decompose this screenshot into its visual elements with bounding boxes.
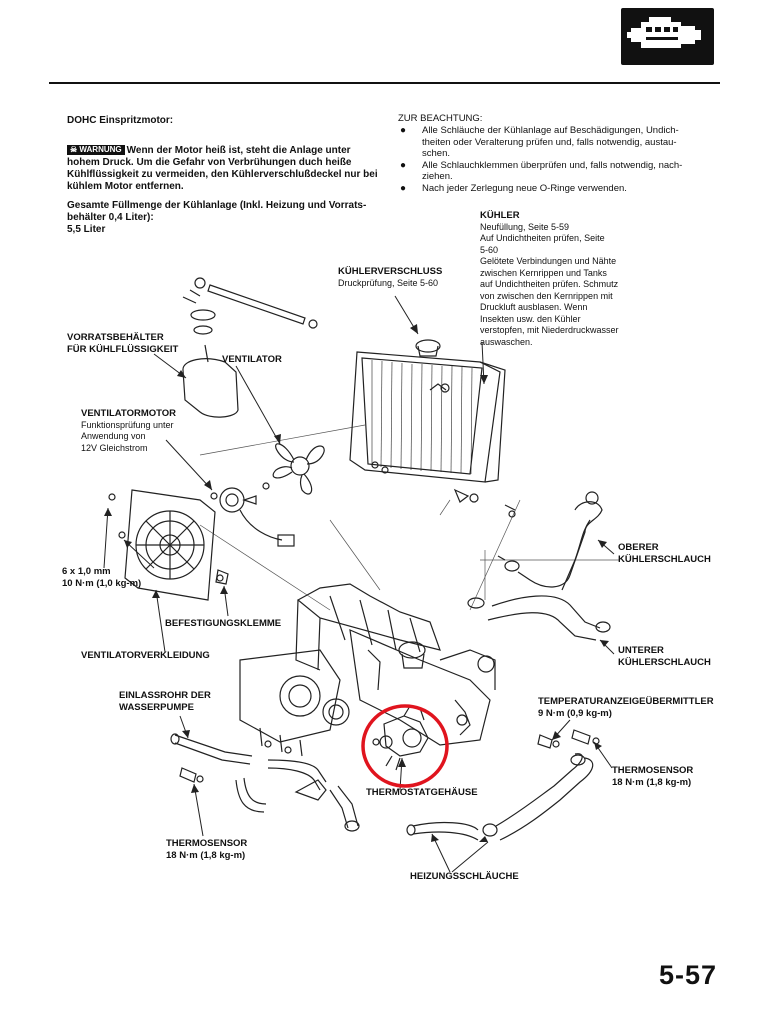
water-pump-inlet	[170, 733, 360, 832]
label-line: 10 N·m (1,0 kg-m)	[62, 577, 142, 589]
label-line: verstopfen, mit Niederdruckwasser	[480, 325, 619, 335]
warning-badge: ☠ WARNUNG	[67, 145, 125, 155]
label-line: KÜHLERSCHLAUCH	[618, 553, 711, 565]
label-title: FÜR KÜHLFLÜSSIGKEIT	[67, 343, 179, 355]
list-item: Nach jeder Zerlegung neue O-Ringe verwen…	[396, 183, 726, 195]
label-line: Neufüllung, Seite 5-59	[480, 221, 570, 232]
warning-line: Wenn der Motor heiß ist, steht die Anlag…	[126, 145, 351, 156]
label-title: VENTILATORMOTOR	[81, 408, 176, 419]
note-title: ZUR BEACHTUNG:	[398, 113, 483, 124]
lower-radiator-hose	[467, 595, 611, 641]
warning-line: kühlem Motor entfernen.	[67, 181, 184, 192]
guide-lines	[199, 424, 620, 611]
label-line: UNTERER	[618, 645, 664, 656]
engine-block	[239, 583, 496, 757]
label-water-pump-inlet: EINLASSROHR DER WASSERPUMPE	[119, 690, 211, 713]
label-line: Druckprüfung, Seite 5-60	[338, 277, 439, 288]
engine-icon	[621, 8, 714, 65]
label-shroud: VENTILATORVERKLEIDUNG	[81, 650, 210, 661]
label-bolt-spec: 6 x 1,0 mm 10 N·m (1,0 kg-m)	[62, 566, 141, 589]
capacity-value: 5,5 Liter	[67, 224, 106, 235]
label-line: 18 N·m (1,8 kg-m)	[612, 776, 692, 788]
note-list: Alle Schläuche der Kühlanlage auf Beschä…	[396, 125, 726, 194]
temperature-sender	[537, 734, 560, 749]
fan-shroud	[108, 489, 229, 601]
label-radiator: KÜHLER Neufüllung, Seite 5-59 Auf Undich…	[480, 210, 710, 348]
label-line: Auf Undichtheiten prüfen, Seite	[480, 233, 605, 243]
warning-line: Kühlflüssigkeit zu vermeiden, den Kühler…	[67, 169, 378, 180]
arrowheads	[104, 324, 609, 842]
thermostat-housing	[372, 705, 429, 771]
label-reservoir: VORRATSBEHÄLTER FÜR KÜHLFLÜSSIGKEIT	[67, 332, 178, 355]
reservoir-cap	[190, 309, 216, 321]
label-thermostat-housing: THERMOSTATGEHÄUSE	[366, 787, 478, 798]
radiator-cap	[415, 339, 441, 353]
capacity-line: Gesamte Füllmenge der Kühlanlage (Inkl. …	[67, 200, 367, 211]
header-rule	[49, 82, 720, 84]
label-line: TEMPERATURANZEIGEÜBERMITTLER	[538, 696, 714, 707]
label-line: EINLASSROHR DER	[119, 690, 211, 701]
label-line: Anwendung von	[81, 431, 146, 441]
label-thermosensor-right: THERMOSENSOR 18 N·m (1,8 kg-m)	[612, 765, 693, 788]
thermosensor-right	[571, 729, 600, 745]
label-line: KÜHLERSCHLAUCH	[618, 656, 711, 668]
note-block: ZUR BEACHTUNG: Alle Schläuche der Kühlan…	[396, 113, 726, 194]
page-number: 5-57	[659, 960, 718, 990]
label-line: auswaschen.	[480, 336, 533, 347]
highlight-circle	[361, 704, 449, 788]
label-heater-hoses: HEIZUNGSSCHLÄUCHE	[410, 871, 519, 882]
label-line: Funktionsprüfung unter	[81, 419, 174, 430]
reservoir-and-pipe	[182, 277, 318, 418]
label-fan: VENTILATOR	[222, 354, 282, 365]
radiator	[349, 339, 516, 518]
label-line: Druckluft ausblasen. Wenn	[480, 302, 588, 312]
label-line: 18 N·m (1,8 kg-m)	[166, 849, 246, 861]
list-item: Alle Schlauchklemmen überprüfen und, fal…	[396, 160, 726, 183]
thermosensor-left	[179, 767, 204, 783]
label-line: THERMOSENSOR	[612, 765, 694, 776]
label-upper-hose: OBERER KÜHLERSCHLAUCH	[618, 542, 711, 565]
upper-radiator-hose	[497, 491, 603, 591]
fan-blade	[272, 443, 325, 495]
label-title: VORRATSBEHÄLTER	[67, 332, 164, 343]
engine-title: DOHC Einspritzmotor:	[67, 115, 174, 126]
label-title: KÜHLERVERSCHLUSS	[338, 266, 443, 277]
warning-line: hohem Druck. Um die Gefahr von Verbrühun…	[67, 157, 352, 168]
label-fan-motor: VENTILATORMOTOR Funktionsprüfung unter A…	[81, 408, 176, 454]
label-line: Gelötete Verbindungen und Nähte	[480, 256, 617, 266]
label-title: KÜHLER	[480, 210, 520, 221]
reservoir-tank	[182, 358, 239, 418]
capacity-line: behälter 0,4 Liter):	[67, 212, 154, 223]
label-line: Insekten usw. den Kühler	[480, 313, 581, 324]
label-line: von zwischen den Kernrippen mit	[480, 290, 613, 301]
label-line: zwischen Kernrippen und Tanks	[480, 267, 607, 278]
list-item: Alle Schläuche der Kühlanlage auf Beschä…	[396, 125, 726, 160]
fan-motor	[210, 482, 295, 547]
heater-hoses	[406, 753, 594, 841]
label-thermosensor-left: THERMOSENSOR 18 N·m (1,8 kg-m)	[166, 838, 247, 861]
label-line: THERMOSENSOR	[166, 838, 248, 849]
label-temp-sender: TEMPERATURANZEIGEÜBERMITTLER 9 N·m (0,9 …	[538, 696, 714, 719]
label-clamp: BEFESTIGUNGSKLEMME	[165, 618, 282, 629]
label-line: 12V Gleichstrom	[81, 442, 148, 453]
label-radiator-cap: KÜHLERVERSCHLUSS Druckprüfung, Seite 5-6…	[338, 266, 442, 289]
label-line: OBERER	[618, 542, 659, 553]
capacity-paragraph: Gesamte Füllmenge der Kühlanlage (Inkl. …	[67, 200, 366, 236]
label-line: 9 N·m (0,9 kg-m)	[538, 707, 612, 719]
label-line: 5-60	[480, 244, 499, 255]
label-line: WASSERPUMPE	[119, 701, 194, 713]
label-line: auf Undichtheiten prüfen. Schmutz	[480, 279, 619, 289]
label-line: 6 x 1,0 mm	[62, 566, 111, 577]
label-lower-hose: UNTERER KÜHLERSCHLAUCH	[618, 645, 711, 668]
